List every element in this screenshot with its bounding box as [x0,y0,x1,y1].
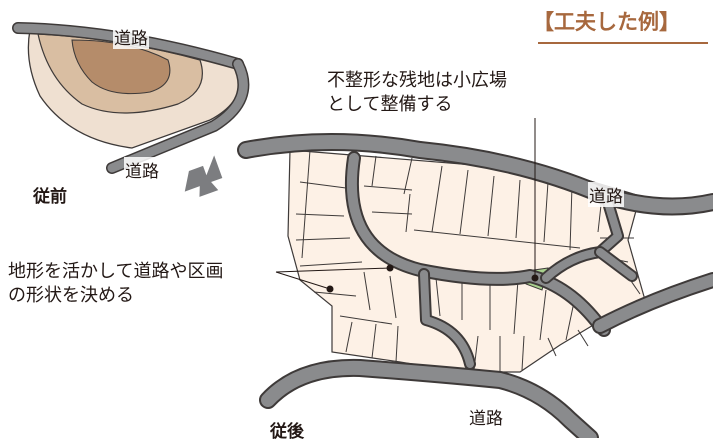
before-label: 従前 [33,187,67,207]
leader-dot-lot [326,285,334,293]
plaza-annotation-line1: 不整形な残地は小広場 [327,70,507,91]
title-underline [538,42,708,44]
after-label: 従後 [270,422,304,442]
title-badge: 【工夫した例】 [533,10,680,34]
after-development [237,118,713,442]
transition-arrow-icon [184,155,223,197]
before-road-label-top: 道路 [113,24,149,49]
before-road-label-bottom: 道路 [124,157,160,182]
after-road-label-right: 道路 [588,182,624,207]
terrain-annotation-line2: の形状を決める [8,285,134,306]
leader-lines [275,118,536,290]
terrain-contours [27,29,242,149]
terrain-annotation-line1: 地形を活かして道路や区画 [8,261,224,282]
after-road-label-bottom: 道路 [468,404,504,429]
leader-dot-road [386,264,394,272]
after-roads [237,133,713,442]
leader-dot-plaza [531,274,539,282]
plaza-annotation-line2: として整備する [327,94,453,115]
